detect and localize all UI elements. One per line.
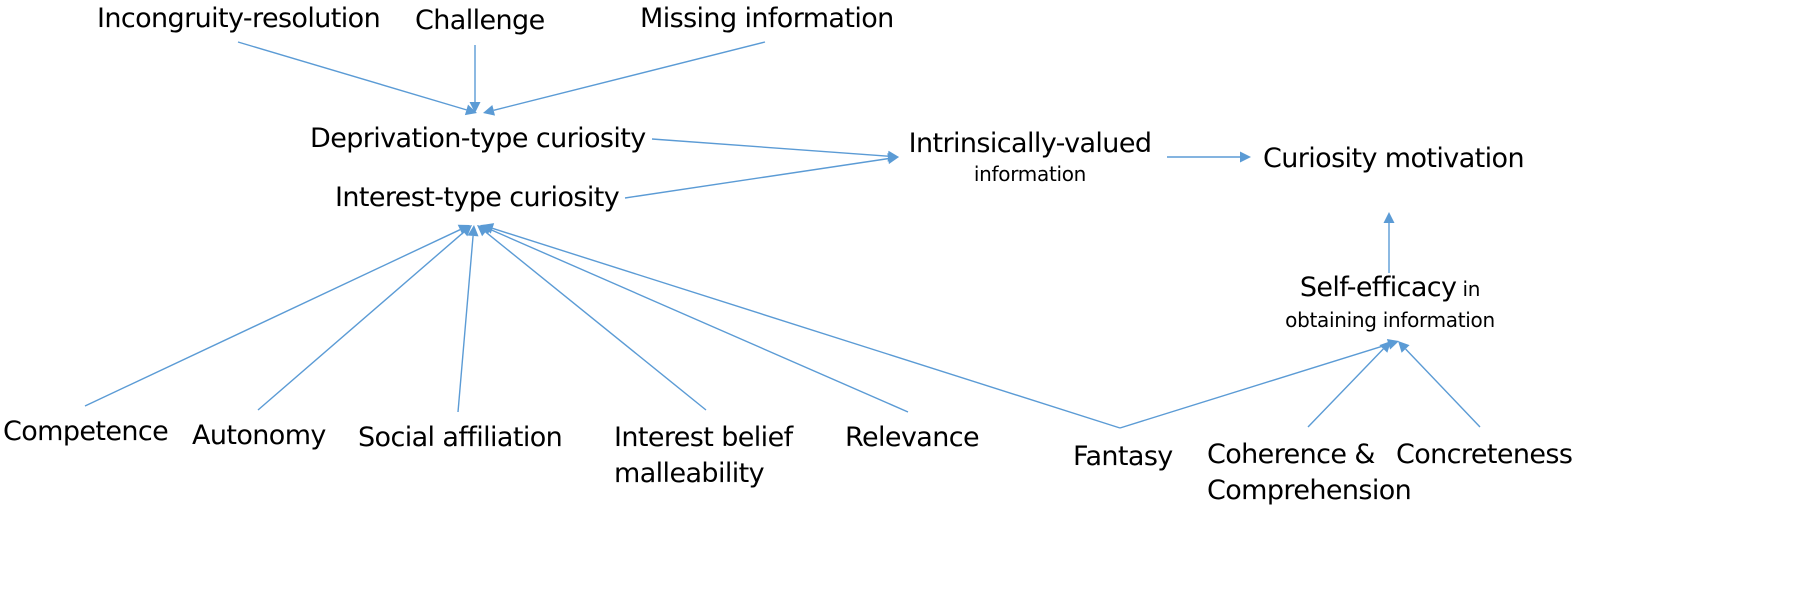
arrowhead-icon <box>483 104 496 116</box>
edge-interest-belief-to-interest <box>477 225 707 411</box>
node-self-efficacy: Self-efficacy in obtaining information <box>1280 274 1500 330</box>
edge-line <box>492 227 1121 429</box>
edge-competence-to-interest <box>84 224 470 407</box>
edge-line <box>1307 348 1384 428</box>
edge-missing-info-to-deprivation <box>483 41 766 116</box>
node-competence: Competence <box>3 416 169 447</box>
edge-concreteness-to-self-efficacy <box>1398 341 1481 428</box>
arrowhead-icon <box>1379 341 1391 353</box>
node-missing-information: Missing information <box>640 3 894 34</box>
self-efficacy-in-label: in <box>1456 277 1481 301</box>
interest-belief-line1: Interest belief <box>614 422 793 453</box>
edge-intrinsic-to-curiosity-motivation <box>1167 151 1251 163</box>
edge-incongruity-to-deprivation <box>237 41 477 116</box>
edge-fantasy-to-interest <box>482 223 1121 429</box>
arrowhead-icon <box>482 223 495 234</box>
coherence-line1: Coherence & <box>1207 439 1375 470</box>
node-intrinsically-valued-information: Intrinsically-valued information <box>905 130 1155 184</box>
arrowhead-icon <box>1398 341 1410 353</box>
arrowhead-icon <box>467 225 479 237</box>
arrowhead-icon <box>469 102 481 113</box>
arrowhead-icon <box>887 153 899 165</box>
edge-line <box>237 41 467 111</box>
edge-line <box>1119 343 1389 429</box>
node-coherence-comprehension: Coherence & Comprehension <box>1207 439 1412 506</box>
edge-line <box>1405 348 1481 428</box>
edge-line <box>485 231 707 411</box>
node-concreteness: Concreteness <box>1396 439 1573 470</box>
edge-deprivation-to-intrinsic <box>651 138 899 162</box>
intrinsic-main-label: Intrinsically-valued <box>908 128 1152 159</box>
node-relevance: Relevance <box>845 422 980 453</box>
edge-line <box>493 41 766 111</box>
edge-relevance-to-interest <box>480 224 909 413</box>
node-interest-type-curiosity: Interest-type curiosity <box>335 182 620 213</box>
self-efficacy-main-label: Self-efficacy <box>1299 272 1457 303</box>
node-autonomy: Autonomy <box>192 420 326 451</box>
node-fantasy: Fantasy <box>1073 441 1173 472</box>
self-efficacy-sub-label: obtaining information <box>1285 308 1495 332</box>
edge-line <box>624 157 889 199</box>
edge-line <box>457 235 474 413</box>
coherence-line2: Comprehension <box>1207 475 1412 506</box>
node-interest-belief-malleability: Interest belief malleability <box>614 424 793 487</box>
node-incongruity-resolution: Incongruity-resolution <box>97 3 381 34</box>
node-deprivation-type-curiosity: Deprivation-type curiosity <box>310 123 646 154</box>
edge-social-affiliation-to-interest <box>457 225 479 413</box>
edge-interest-to-intrinsic <box>624 153 899 199</box>
edge-autonomy-to-interest <box>257 225 472 411</box>
edge-self-efficacy-to-curiosity-motivation <box>1383 212 1395 273</box>
edge-line <box>84 229 461 407</box>
edge-line <box>489 228 909 413</box>
arrowhead-icon <box>1383 212 1395 223</box>
edge-challenge-to-deprivation <box>469 45 481 113</box>
interest-belief-line2: malleability <box>614 458 765 489</box>
node-social-affiliation: Social affiliation <box>358 422 563 453</box>
edge-coherence-to-self-efficacy <box>1307 341 1391 428</box>
edge-line <box>651 138 889 157</box>
intrinsic-sub-label: information <box>973 162 1087 186</box>
node-challenge: Challenge <box>415 5 545 36</box>
arrowhead-icon <box>1240 151 1251 163</box>
node-curiosity-motivation: Curiosity motivation <box>1263 143 1525 174</box>
arrowhead-icon <box>464 104 477 116</box>
edge-fantasy-to-self-efficacy <box>1119 339 1399 429</box>
edge-line <box>257 231 465 411</box>
arrowhead-icon <box>460 225 472 237</box>
